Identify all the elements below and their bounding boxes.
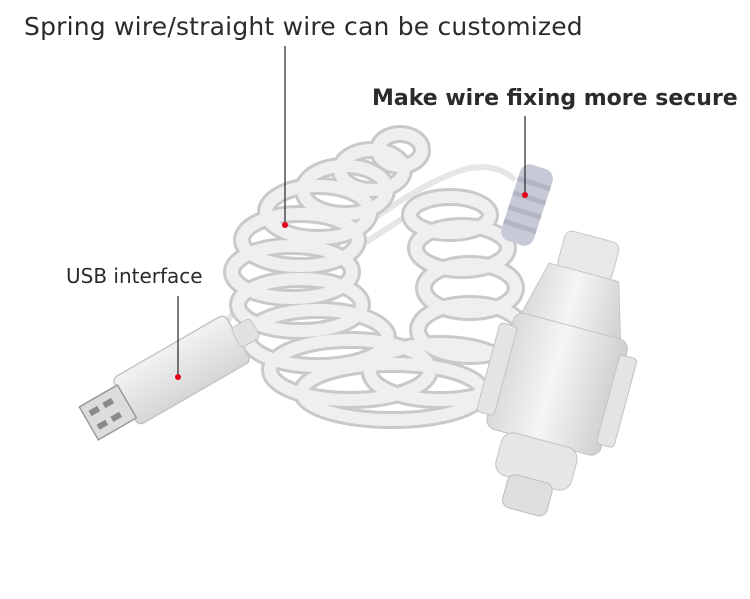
strain-relief bbox=[501, 164, 553, 246]
callout-dot-fix bbox=[522, 192, 528, 198]
usb-interface-label: USB interface bbox=[66, 264, 203, 288]
wire-fixing-label: Make wire fixing more secure bbox=[372, 86, 738, 111]
usb-connector bbox=[78, 315, 260, 441]
callout-dot-spring bbox=[282, 222, 288, 228]
handpiece-plug bbox=[476, 230, 637, 517]
spring-wire-label: Spring wire/straight wire can be customi… bbox=[24, 12, 583, 41]
coiled-cable bbox=[223, 125, 531, 429]
callout-dot-usb bbox=[175, 374, 181, 380]
